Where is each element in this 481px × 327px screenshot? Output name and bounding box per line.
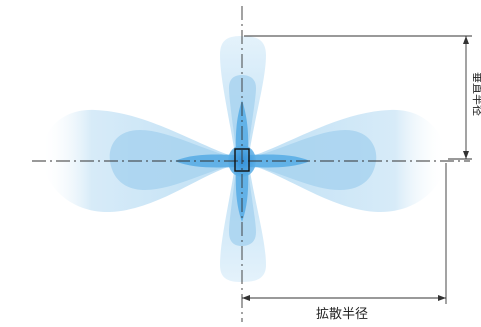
- vertical-arrow-bottom: [463, 151, 469, 159]
- vertical-radius-dimension: [244, 35, 472, 160]
- nozzle-marker: [234, 148, 250, 172]
- middle-lobe-right: [242, 130, 377, 190]
- vertical-radius-label: 垂直半径: [471, 72, 481, 116]
- spread-radius-dimension: [242, 163, 447, 304]
- vertical-arrow-top: [463, 36, 469, 44]
- spread-arrow-right: [438, 295, 446, 301]
- spread-radius-label: 拡散半径: [316, 307, 368, 322]
- spread-arrow-left: [242, 295, 250, 301]
- center-lines: [32, 6, 470, 322]
- middle-lobe-left: [109, 130, 242, 190]
